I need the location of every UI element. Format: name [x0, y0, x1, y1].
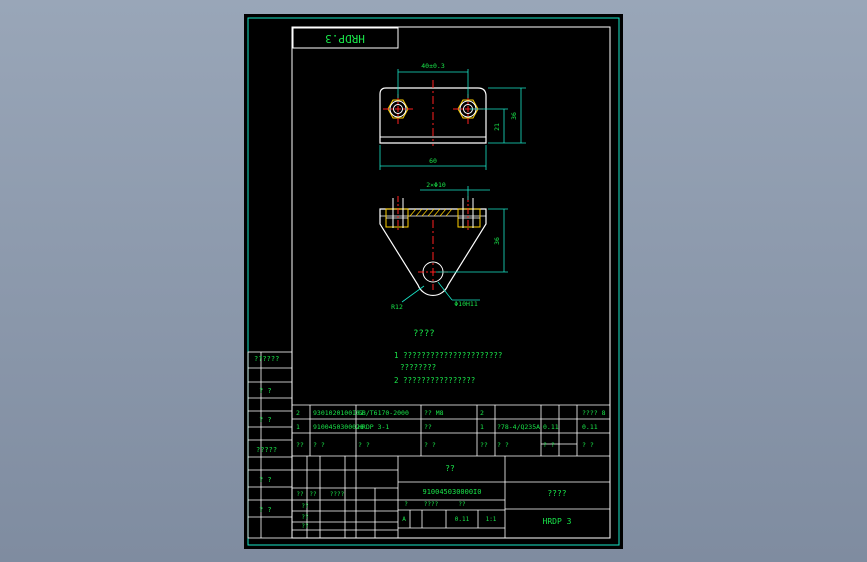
bom-cell-r1-c3: ?? [424, 423, 432, 431]
bom-table-grid [292, 404, 610, 457]
bom-cell-r1-c0: 1 [296, 423, 300, 431]
left-label-5: ? ? [259, 506, 272, 514]
bom-cell-r2-c1: ? ? [313, 441, 325, 449]
sub-label-2: ?? [458, 501, 466, 508]
hatch-section [409, 208, 453, 217]
front-view: 2×Φ10 36 R12 Φ10H11 [379, 181, 508, 311]
row-label-1: ?? [309, 491, 317, 498]
bom-cell-r2-c5: ? ? [497, 441, 509, 449]
left-label-4: ? ? [259, 476, 272, 484]
title-block-grid [292, 456, 610, 538]
sub-label-0: ? [404, 501, 408, 508]
dim-width: 60 [429, 157, 437, 165]
row-label-0: ?? [296, 491, 304, 498]
sub-label-1: ???? [424, 501, 439, 508]
bom-cell-r0-c4: 2 [480, 409, 484, 417]
row-label-2: ???? [330, 491, 345, 498]
bom-cell-r1-c1: 9100450300028 [313, 423, 364, 431]
dim-height-outer: 36 [510, 112, 518, 120]
row-label-4: ?? [301, 514, 309, 521]
bom-cell-r2-c2: ? ? [358, 441, 370, 449]
left-column-labels: ?????? ? ? ? ? ????? ? ? ? ? [254, 355, 279, 514]
note-line-1b: ???????? [400, 363, 436, 372]
left-label-1: ? ? [259, 387, 272, 395]
part-code: HRDP 3 [543, 517, 572, 526]
dim-hole-spacing: 40±0.3 [421, 62, 445, 70]
bom-cell-r0-c0: 2 [296, 409, 300, 417]
note-line-1: 1 ?????????????????????? [394, 351, 502, 360]
left-label-0: ?????? [254, 355, 279, 363]
title-block: ?? 910045030000I0 ???? HRDP 3 A 0.11 1:1… [296, 464, 571, 530]
bom-cell-r2-c7: ? ? [582, 441, 594, 449]
stage-mark: A [402, 516, 406, 523]
bom-cell-r1-c4: 1 [480, 423, 484, 431]
bom-cell-r1-c7: 0.11 [582, 423, 598, 431]
rotated-title-box: HRDP.3 [292, 27, 399, 49]
bom-cell-r2-c0: ?? [296, 441, 304, 449]
part-name: ???? [547, 489, 566, 498]
dim-front-height: 36 [493, 237, 501, 245]
scale-value: 1:1 [486, 516, 497, 523]
left-revision-column [247, 351, 293, 539]
dim-holes: 2×Φ10 [426, 181, 446, 189]
bom-cell-r0-c2: GB/T6170-2000 [358, 409, 409, 417]
bom-cell-r0-c3: ?? M8 [424, 409, 444, 417]
notes-heading: ???? [413, 329, 435, 339]
outer-frame [247, 17, 620, 546]
material-field: ?? [445, 464, 455, 473]
bom-cell-r0-c7: ???? 8 [582, 409, 606, 417]
dim-bore: Φ10H11 [454, 300, 478, 308]
row-label-3: ?? [301, 503, 309, 510]
bom-cell-r1-c5: ?78-4/Q235A [497, 423, 540, 431]
bom-cell-r1-c6: 0.11 [543, 423, 559, 431]
bom-cell-r1-c2: HRDP 3-1 [358, 423, 389, 431]
left-label-2: ? ? [259, 416, 272, 424]
inner-frame [291, 26, 611, 539]
bom-cell-r2-c6: ? ? [543, 441, 555, 449]
row-label-5: ?? [301, 523, 309, 530]
weight-value: 0.11 [455, 516, 470, 523]
top-view: 40±0.3 60 21 36 [379, 62, 526, 170]
bom-cell-r2-c3: ? ? [424, 441, 436, 449]
dim-radius: R12 [391, 303, 403, 311]
technical-notes: ???? 1 ?????????????????????? ???????? 2… [394, 329, 502, 385]
dim-height-inner: 21 [493, 123, 501, 131]
left-label-3: ????? [256, 446, 277, 454]
bom-cell-r0-c1: 9301020100I02 [313, 409, 364, 417]
note-line-2: 2 ???????????????? [394, 376, 475, 385]
bom-cell-r2-c4: ?? [480, 441, 488, 449]
drawing-number: 910045030000I0 [422, 488, 481, 496]
rotated-title: HRDP.3 [325, 32, 365, 45]
